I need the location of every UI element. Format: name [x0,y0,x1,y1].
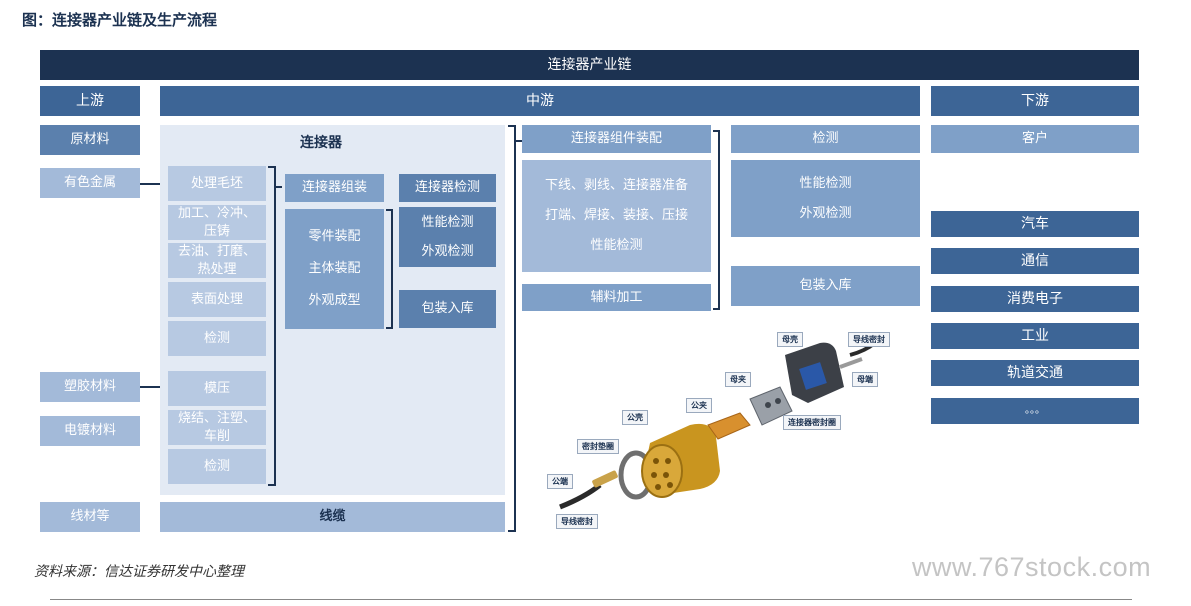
connector-title: 连接器 [300,135,342,151]
component-assembly-box: 连接器组件装配 [522,125,711,153]
label-wire-seal-top: 导线密封 [848,332,890,347]
component-assembly-detail: 下线、剥线、连接器准备 打端、焊接、装接、压接 性能检测 [522,160,711,272]
watermark: www.767stock.com [912,552,1152,582]
assembly-step: 外观成型 [308,293,361,308]
assembly-bracket [386,209,393,329]
inspection-step: 性能检测 [421,215,474,230]
step-degrease: 去油、打磨、热处理 [168,243,266,278]
process-bracket [268,166,276,486]
female-shell-window [799,362,827,390]
plating-box: 电镀材料 [40,416,140,446]
component-bracket [713,130,720,310]
process-bracket-tick [276,186,282,188]
label-male-clip: 公夹 [686,398,712,413]
step-plastic-inspect: 检测 [168,449,266,484]
midstream-bracket [508,125,516,532]
label-male-terminal: 公端 [547,474,573,489]
industry-consumer-electronics: 消费电子 [931,286,1139,312]
step-molding: 模压 [168,371,266,406]
industry-telecom: 通信 [931,248,1139,274]
connector-line-metal [140,183,168,185]
label-seal-gasket: 密封垫圈 [577,439,619,454]
packaging-box: 包装入库 [399,290,496,328]
aux-processing-box: 辅料加工 [522,284,711,311]
component-step: 下线、剥线、连接器准备 [544,178,688,193]
male-shell-face [641,444,683,498]
label-female-shell: 母壳 [777,332,803,347]
label-male-shell: 公壳 [622,410,648,425]
step-metal-inspect: 检测 [168,321,266,356]
connector-seal [749,386,793,426]
figure-title: 图：连接器产业链及生产流程 [22,11,218,29]
step-surface: 表面处理 [168,282,266,317]
inspection-step: 外观检测 [421,244,474,259]
label-female-terminal: 母端 [852,372,878,387]
assembly-box: 连接器组装 [285,174,384,202]
connector-line-plastic [140,386,168,388]
cable-box: 线缆 [160,502,505,532]
label-wire-seal-bottom: 导线密封 [556,514,598,529]
chain-header: 连接器产业链 [40,50,1139,80]
industry-auto: 汽车 [931,211,1139,237]
connector-exploded-illustration [559,341,877,510]
nonferrous-box: 有色金属 [40,168,140,198]
female-terminal [839,357,863,369]
testing-step: 外观检测 [799,205,852,221]
testing-step: 性能检测 [799,175,852,191]
label-female-clip: 母夹 [725,372,751,387]
male-terminal-pin [592,470,618,488]
midstream-header: 中游 [160,86,920,116]
source-note: 资料来源：信达证券研发中心整理 [34,564,244,580]
assembly-detail-box: 零件装配 主体装配 外观成型 [285,209,384,329]
assembly-step: 零件装配 [308,229,361,244]
downstream-header: 下游 [931,86,1139,116]
component-step: 性能检测 [590,238,643,253]
testing-detail-box: 性能检测 外观检测 [731,160,920,237]
midstream-bracket-tick [516,140,522,142]
step-sinter: 烧结、注塑、车削 [168,410,266,445]
customer-box: 客户 [931,125,1139,153]
label-connector-seal: 连接器密封圈 [783,415,841,430]
wire-bottom [559,483,602,510]
industry-industrial: 工业 [931,323,1139,349]
industry-rail: 轨道交通 [931,360,1139,386]
male-clip [707,412,751,440]
assembly-step: 主体装配 [308,261,361,276]
footer-divider [50,599,1132,600]
raw-material-box: 原材料 [40,125,140,155]
step-blank: 处理毛坯 [168,166,266,201]
inspection-box: 连接器检测 [399,174,496,202]
testing-box: 检测 [731,125,920,153]
testing-packaging-box: 包装入库 [731,266,920,306]
step-machining: 加工、冷冲、压铸 [168,205,266,240]
component-step: 打端、焊接、装接、压接 [544,208,688,223]
plastic-box: 塑胶材料 [40,372,140,402]
upstream-header: 上游 [40,86,140,116]
inspection-detail-box: 性能检测 外观检测 [399,207,496,267]
industry-more: 。。。 [931,398,1139,424]
wire-box: 线材等 [40,502,140,532]
